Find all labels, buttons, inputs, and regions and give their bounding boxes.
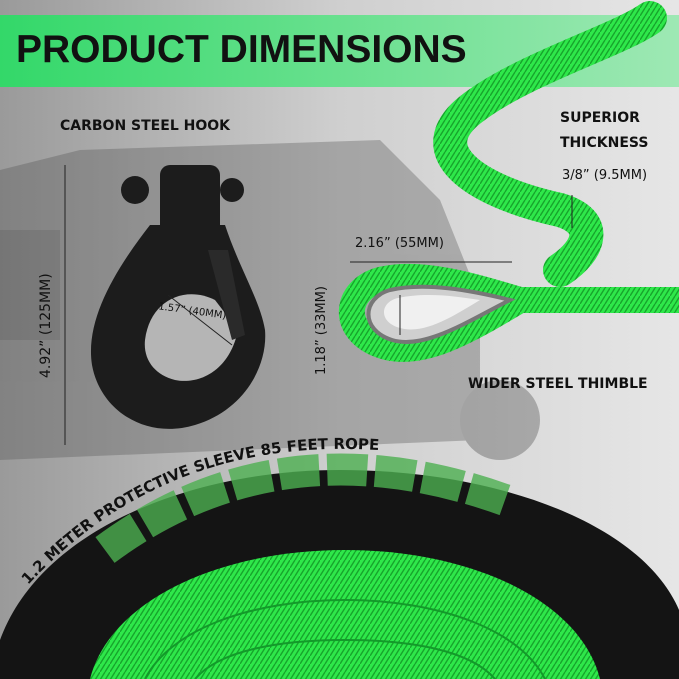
rope — [433, 1, 667, 287]
thickness-label-line2: THICKNESS — [560, 135, 649, 151]
rope-coil — [90, 550, 600, 679]
thimble-label: WIDER STEEL THIMBLE — [468, 376, 648, 392]
thimble-width-dimension: 2.16” (55MM) — [355, 236, 444, 251]
hook-height-dimension: 4.92” (125MM) — [38, 273, 54, 378]
thickness-label-line1: SUPERIOR — [560, 110, 640, 126]
sleeve-logo — [95, 453, 511, 563]
hook-label: CARBON STEEL HOOK — [60, 118, 230, 134]
thimble-loop — [338, 263, 679, 362]
carbon-steel-hook — [90, 165, 266, 429]
page-title: PRODUCT DIMENSIONS — [16, 28, 467, 71]
rope-thickness-dimension: 3/8” (9.5MM) — [562, 168, 648, 183]
dimension-lines — [64, 165, 573, 445]
thimble-height-dimension: 1.18” (33MM) — [314, 286, 329, 375]
